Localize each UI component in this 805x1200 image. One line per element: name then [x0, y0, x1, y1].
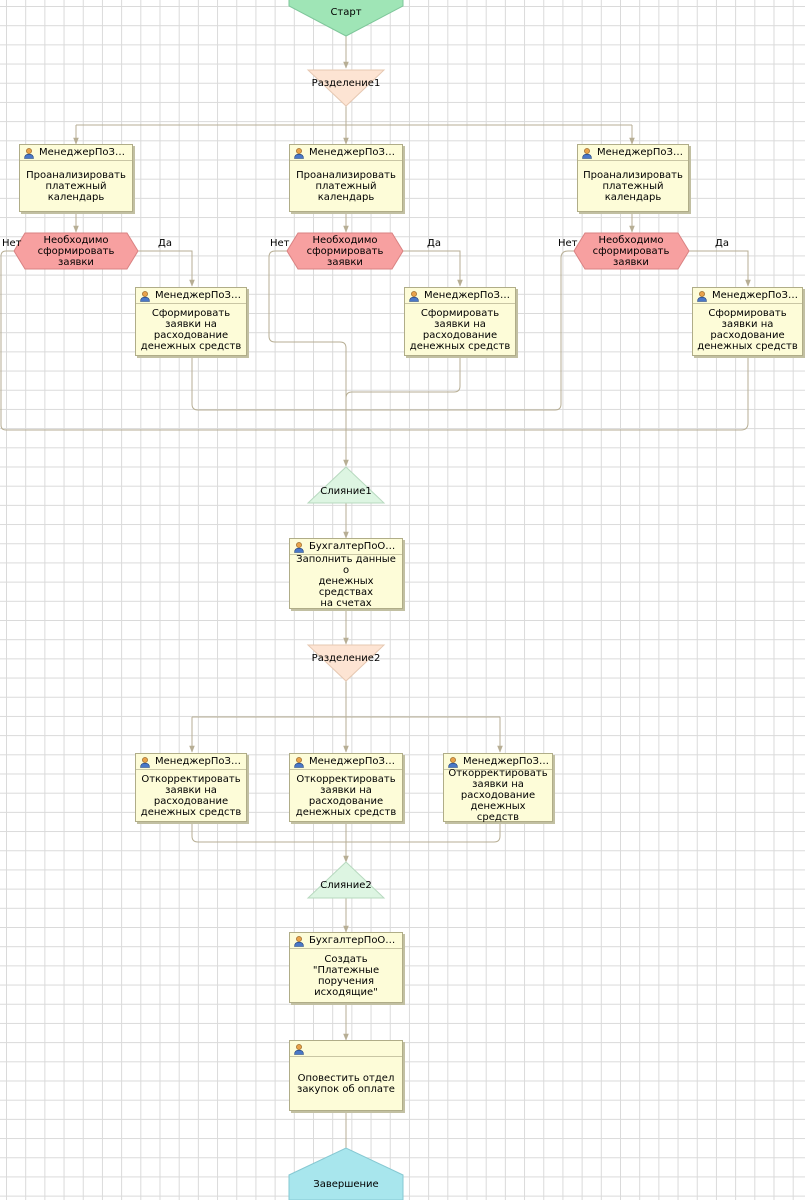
task-header: МенеджерПоЗ… [290, 754, 402, 770]
condition-2-no-label: Нет [270, 238, 290, 249]
task-description: Откорректировать заявки на расходование … [140, 773, 242, 818]
connector-split1-branches [76, 106, 632, 126]
condition-3-shape[interactable] [573, 232, 690, 270]
condition-2-yes-label: Да [427, 238, 441, 249]
connector-cond2-yes [403, 250, 463, 287]
task-adjust-requests-2[interactable]: МенеджерПоЗ… Откорректировать заявки на … [289, 753, 403, 822]
task-form-requests-1[interactable]: МенеджерПоЗ… Сформировать заявки на расх… [135, 287, 247, 356]
start-point[interactable] [288, 0, 404, 37]
condition-2-shape[interactable] [286, 232, 404, 270]
condition-3-label: Необходимо сформировать заявки [592, 234, 670, 268]
condition-1-yes-label: Да [158, 238, 172, 249]
task-fill-cash-data[interactable]: БухгалтерПоО… Заполнить данные о денежны… [289, 538, 403, 609]
connector-split2-branches [192, 680, 500, 718]
condition-1-no-label: Нет [2, 238, 22, 249]
task-description: Заполнить данные о денежных средствах на… [296, 554, 396, 609]
task-description: Сформировать заявки на расходование дене… [697, 307, 798, 352]
finish-label: Завершение [313, 1178, 379, 1190]
task-header: МенеджерПоЗ… [578, 145, 688, 161]
connector-form2-join [345, 356, 461, 399]
task-executor: МенеджерПоЗ… [597, 147, 683, 158]
user-icon [294, 756, 304, 768]
task-executor: БухгалтерПоО… [309, 935, 396, 946]
split1-shape[interactable] [306, 69, 386, 107]
start-label: Старт [330, 6, 362, 18]
task-adjust-requests-1[interactable]: МенеджерПоЗ… Откорректировать заявки на … [135, 753, 247, 822]
task-description: Проанализировать платежный календарь [26, 169, 126, 203]
task-description: Проанализировать платежный календарь [583, 169, 683, 203]
task-notify-procurement[interactable]: Оповестить отдел закупок об оплате [289, 1040, 403, 1111]
connector-cond3-no [554, 250, 574, 411]
task-description: Откорректировать заявки на расходование … [448, 768, 548, 823]
connector-form1-join [191, 356, 555, 411]
task-executor: МенеджерПоЗ… [424, 290, 510, 301]
task-header: МенеджерПоЗ… [444, 754, 552, 770]
task-description: Создать "Платежные поручения исходящие" [312, 953, 380, 998]
user-icon [294, 1043, 304, 1055]
task-description: Откорректировать заявки на расходование … [295, 773, 397, 818]
task-executor: МенеджерПоЗ… [155, 290, 241, 301]
task-header: МенеджерПоЗ… [405, 288, 515, 304]
task-analyze-calendar-1[interactable]: МенеджерПоЗ… Проанализировать платежный … [19, 144, 133, 212]
condition-1-label: Необходимо сформировать заявки [37, 234, 115, 268]
user-icon [140, 290, 150, 302]
task-header: БухгалтерПоО… [290, 933, 402, 949]
task-analyze-calendar-2[interactable]: МенеджерПоЗ… Проанализировать платежный … [289, 144, 403, 212]
task-header [290, 1041, 402, 1057]
user-icon [294, 147, 304, 159]
user-icon [582, 147, 592, 159]
task-description: Сформировать заявки на расходование дене… [409, 307, 511, 352]
task-executor: МенеджерПоЗ… [155, 756, 241, 767]
merge2-label: Слияние2 [320, 879, 372, 891]
task-description: Сформировать заявки на расходование дене… [140, 307, 242, 352]
task-description: Оповестить отдел закупок об оплате [297, 1072, 395, 1095]
connector-cond2-no [268, 250, 347, 410]
merge1-shape[interactable] [306, 466, 386, 504]
task-analyze-calendar-3[interactable]: МенеджерПоЗ… Проанализировать платежный … [577, 144, 689, 212]
task-executor: МенеджерПоЗ… [712, 290, 798, 301]
merge1-label: Слияние1 [320, 485, 372, 497]
task-header: МенеджерПоЗ… [20, 145, 132, 161]
user-icon [294, 935, 304, 947]
connector-cond1-no [0, 250, 749, 431]
user-icon [294, 541, 304, 553]
task-header: МенеджерПоЗ… [290, 145, 402, 161]
task-executor: МенеджерПоЗ… [309, 147, 395, 158]
merge2-shape[interactable] [306, 861, 386, 899]
task-header: МенеджерПоЗ… [693, 288, 802, 304]
task-create-payment-orders[interactable]: БухгалтерПоО… Создать "Платежные поручен… [289, 932, 403, 1003]
user-icon [140, 756, 150, 768]
task-executor: МенеджерПоЗ… [39, 147, 125, 158]
task-executor: БухгалтерПоО… [309, 541, 396, 552]
task-header: МенеджерПоЗ… [136, 288, 246, 304]
condition-3-yes-label: Да [715, 238, 729, 249]
user-icon [24, 147, 34, 159]
task-header: МенеджерПоЗ… [136, 754, 246, 770]
task-form-requests-2[interactable]: МенеджерПоЗ… Сформировать заявки на расх… [404, 287, 516, 356]
condition-2-label: Необходимо сформировать заявки [306, 234, 384, 268]
split2-shape[interactable] [306, 644, 386, 682]
task-description: Проанализировать платежный календарь [296, 169, 396, 203]
condition-3-no-label: Нет [558, 238, 578, 249]
connector-adjust-join [191, 822, 501, 862]
user-icon [409, 290, 419, 302]
task-form-requests-3[interactable]: МенеджерПоЗ… Сформировать заявки на расх… [692, 287, 803, 356]
task-executor: МенеджерПоЗ… [463, 756, 549, 767]
finish-point[interactable] [288, 1147, 404, 1200]
user-icon [697, 290, 707, 302]
split1-label: Разделение1 [311, 77, 381, 89]
task-header: БухгалтерПоО… [290, 539, 402, 555]
condition-1-shape[interactable] [13, 232, 139, 270]
user-icon [448, 756, 458, 768]
connector-cond1-yes [138, 250, 195, 287]
split2-label: Разделение2 [311, 652, 381, 664]
task-adjust-requests-3[interactable]: МенеджерПоЗ… Откорректировать заявки на … [443, 753, 553, 823]
connector-cond3-yes [689, 250, 751, 287]
task-executor: МенеджерПоЗ… [309, 756, 395, 767]
